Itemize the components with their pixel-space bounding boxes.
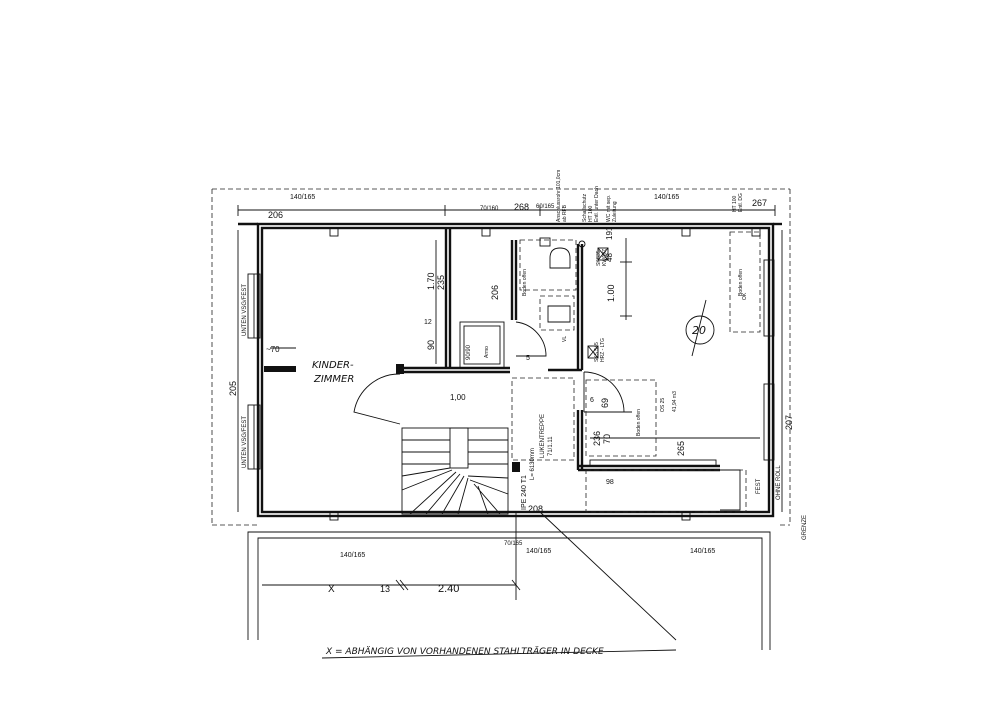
window-tag-2: 140/165 <box>654 194 679 201</box>
dim-12: 12 <box>424 319 432 326</box>
label-ipe-length: L= 6130mm <box>530 448 536 480</box>
footnote: X = ABHÄNGIG VON VORHANDENEN STAHLTRÄGER… <box>325 646 604 657</box>
label-kamin-2: 41,94 m3 <box>672 391 678 412</box>
label-sks545: SKS 545 <box>594 342 600 362</box>
right-windows <box>763 259 775 461</box>
note-wc-1: WC mit sep. <box>606 195 612 222</box>
label-lukentreppe: LUKENTREPPE <box>540 414 546 458</box>
left-windows <box>247 273 261 470</box>
label-shower: 90/90 <box>466 344 472 360</box>
terrace <box>247 511 771 650</box>
dim-top-right: 267 <box>752 198 767 208</box>
label-unten-vsg-1: UNTEN VSG/FEST <box>242 284 248 336</box>
dim-98: 98 <box>606 479 614 486</box>
shower <box>459 321 505 369</box>
dim-90: 90 <box>426 340 436 350</box>
interior-walls <box>264 228 720 472</box>
staircase <box>401 427 509 515</box>
label-hrz: HRZ - LTG <box>600 338 606 362</box>
dim-170: 1.70 <box>426 272 436 290</box>
label-vl: VL <box>562 336 568 342</box>
label-unten-vsg-2: UNTEN VSG/FEST <box>242 416 248 468</box>
window-markers <box>329 227 761 521</box>
label-ipe: IPE 240 T1 <box>521 475 528 510</box>
box-6: 6 <box>590 397 594 404</box>
dim-left-side: 205 <box>228 381 238 396</box>
dim-48: 48 <box>605 253 614 262</box>
note-dach-2: HT 100 <box>588 205 594 222</box>
room-number: 20 <box>692 324 706 337</box>
dim-100-mid: 1.00 <box>606 284 616 302</box>
window-tag-1: 140/165 <box>290 194 315 201</box>
dim-bottom-left: 208 <box>528 504 543 514</box>
dim-70-left: ~70 <box>266 345 280 354</box>
dim-265: 265 <box>676 441 686 456</box>
label-boden-offen-1: Boden offen <box>738 269 744 296</box>
label-grenze: GRENZE <box>802 515 808 540</box>
dim-191: 191 <box>605 226 614 240</box>
window-tag-3: 140/165 <box>340 552 365 559</box>
note-dach-1: Schallschutz <box>582 193 588 222</box>
outer-walls <box>238 222 782 518</box>
label-ok: OK <box>742 292 748 300</box>
note-duo-2: ab RFB <box>562 204 568 222</box>
sanitary-fixtures <box>511 231 761 513</box>
doors <box>353 321 632 425</box>
room-kinderzimmer-line1: KINDER- <box>312 360 354 371</box>
dim-right-side: 207 <box>784 415 794 430</box>
dim-13: 13 <box>380 584 390 594</box>
window-tag-7: 70/160 <box>480 206 499 212</box>
dim-top-mid: 268 <box>514 202 529 212</box>
dim-206: 206 <box>490 285 500 300</box>
note-dach-3: Entl. unter Dach <box>594 186 600 222</box>
dim-69: 69 <box>600 398 610 408</box>
label-kamin: OS 25 <box>660 398 666 412</box>
label-lukentreppe-size: 71/1.11 <box>548 436 554 456</box>
label-ohne-roll: OHNE ROLL <box>776 465 782 500</box>
label-fest: FEST <box>756 478 762 494</box>
dimension-lines <box>237 230 783 512</box>
dim-x: X <box>328 584 335 595</box>
window-tag-5: 140/165 <box>526 548 551 555</box>
dim-top-left: 206 <box>268 210 283 220</box>
label-shower-2: Armo <box>484 346 490 358</box>
dim-100-left: 1,00 <box>450 393 466 402</box>
label-ht100-entl: Entl. DG <box>738 193 744 212</box>
dim-70: 70 <box>602 434 612 444</box>
note-duo: Anschlussrohr 101,0cm <box>556 170 562 222</box>
label-sks35: SKS35 <box>596 250 602 266</box>
label-kwwz: KW/WZ <box>602 249 608 266</box>
shafts <box>587 247 609 359</box>
dim-240: 2.40 <box>438 583 459 595</box>
window-tag-8: 60/165 <box>536 204 555 210</box>
note-wc-2: Zuleitung <box>612 201 618 222</box>
window-tag-4: 140/165 <box>690 548 715 555</box>
window-tag-6: 70/165 <box>504 541 523 547</box>
dim-236: 236 <box>592 431 602 446</box>
label-boden-offen-3: Boden offen <box>636 409 642 436</box>
label-ht100: HT 100 <box>732 195 738 212</box>
dim-235: 235 <box>436 275 446 290</box>
label-boden-offen-2: Boden offen <box>522 269 528 296</box>
room-kinderzimmer-line2: ZIMMER <box>313 374 354 385</box>
box-5: 5 <box>526 355 530 362</box>
